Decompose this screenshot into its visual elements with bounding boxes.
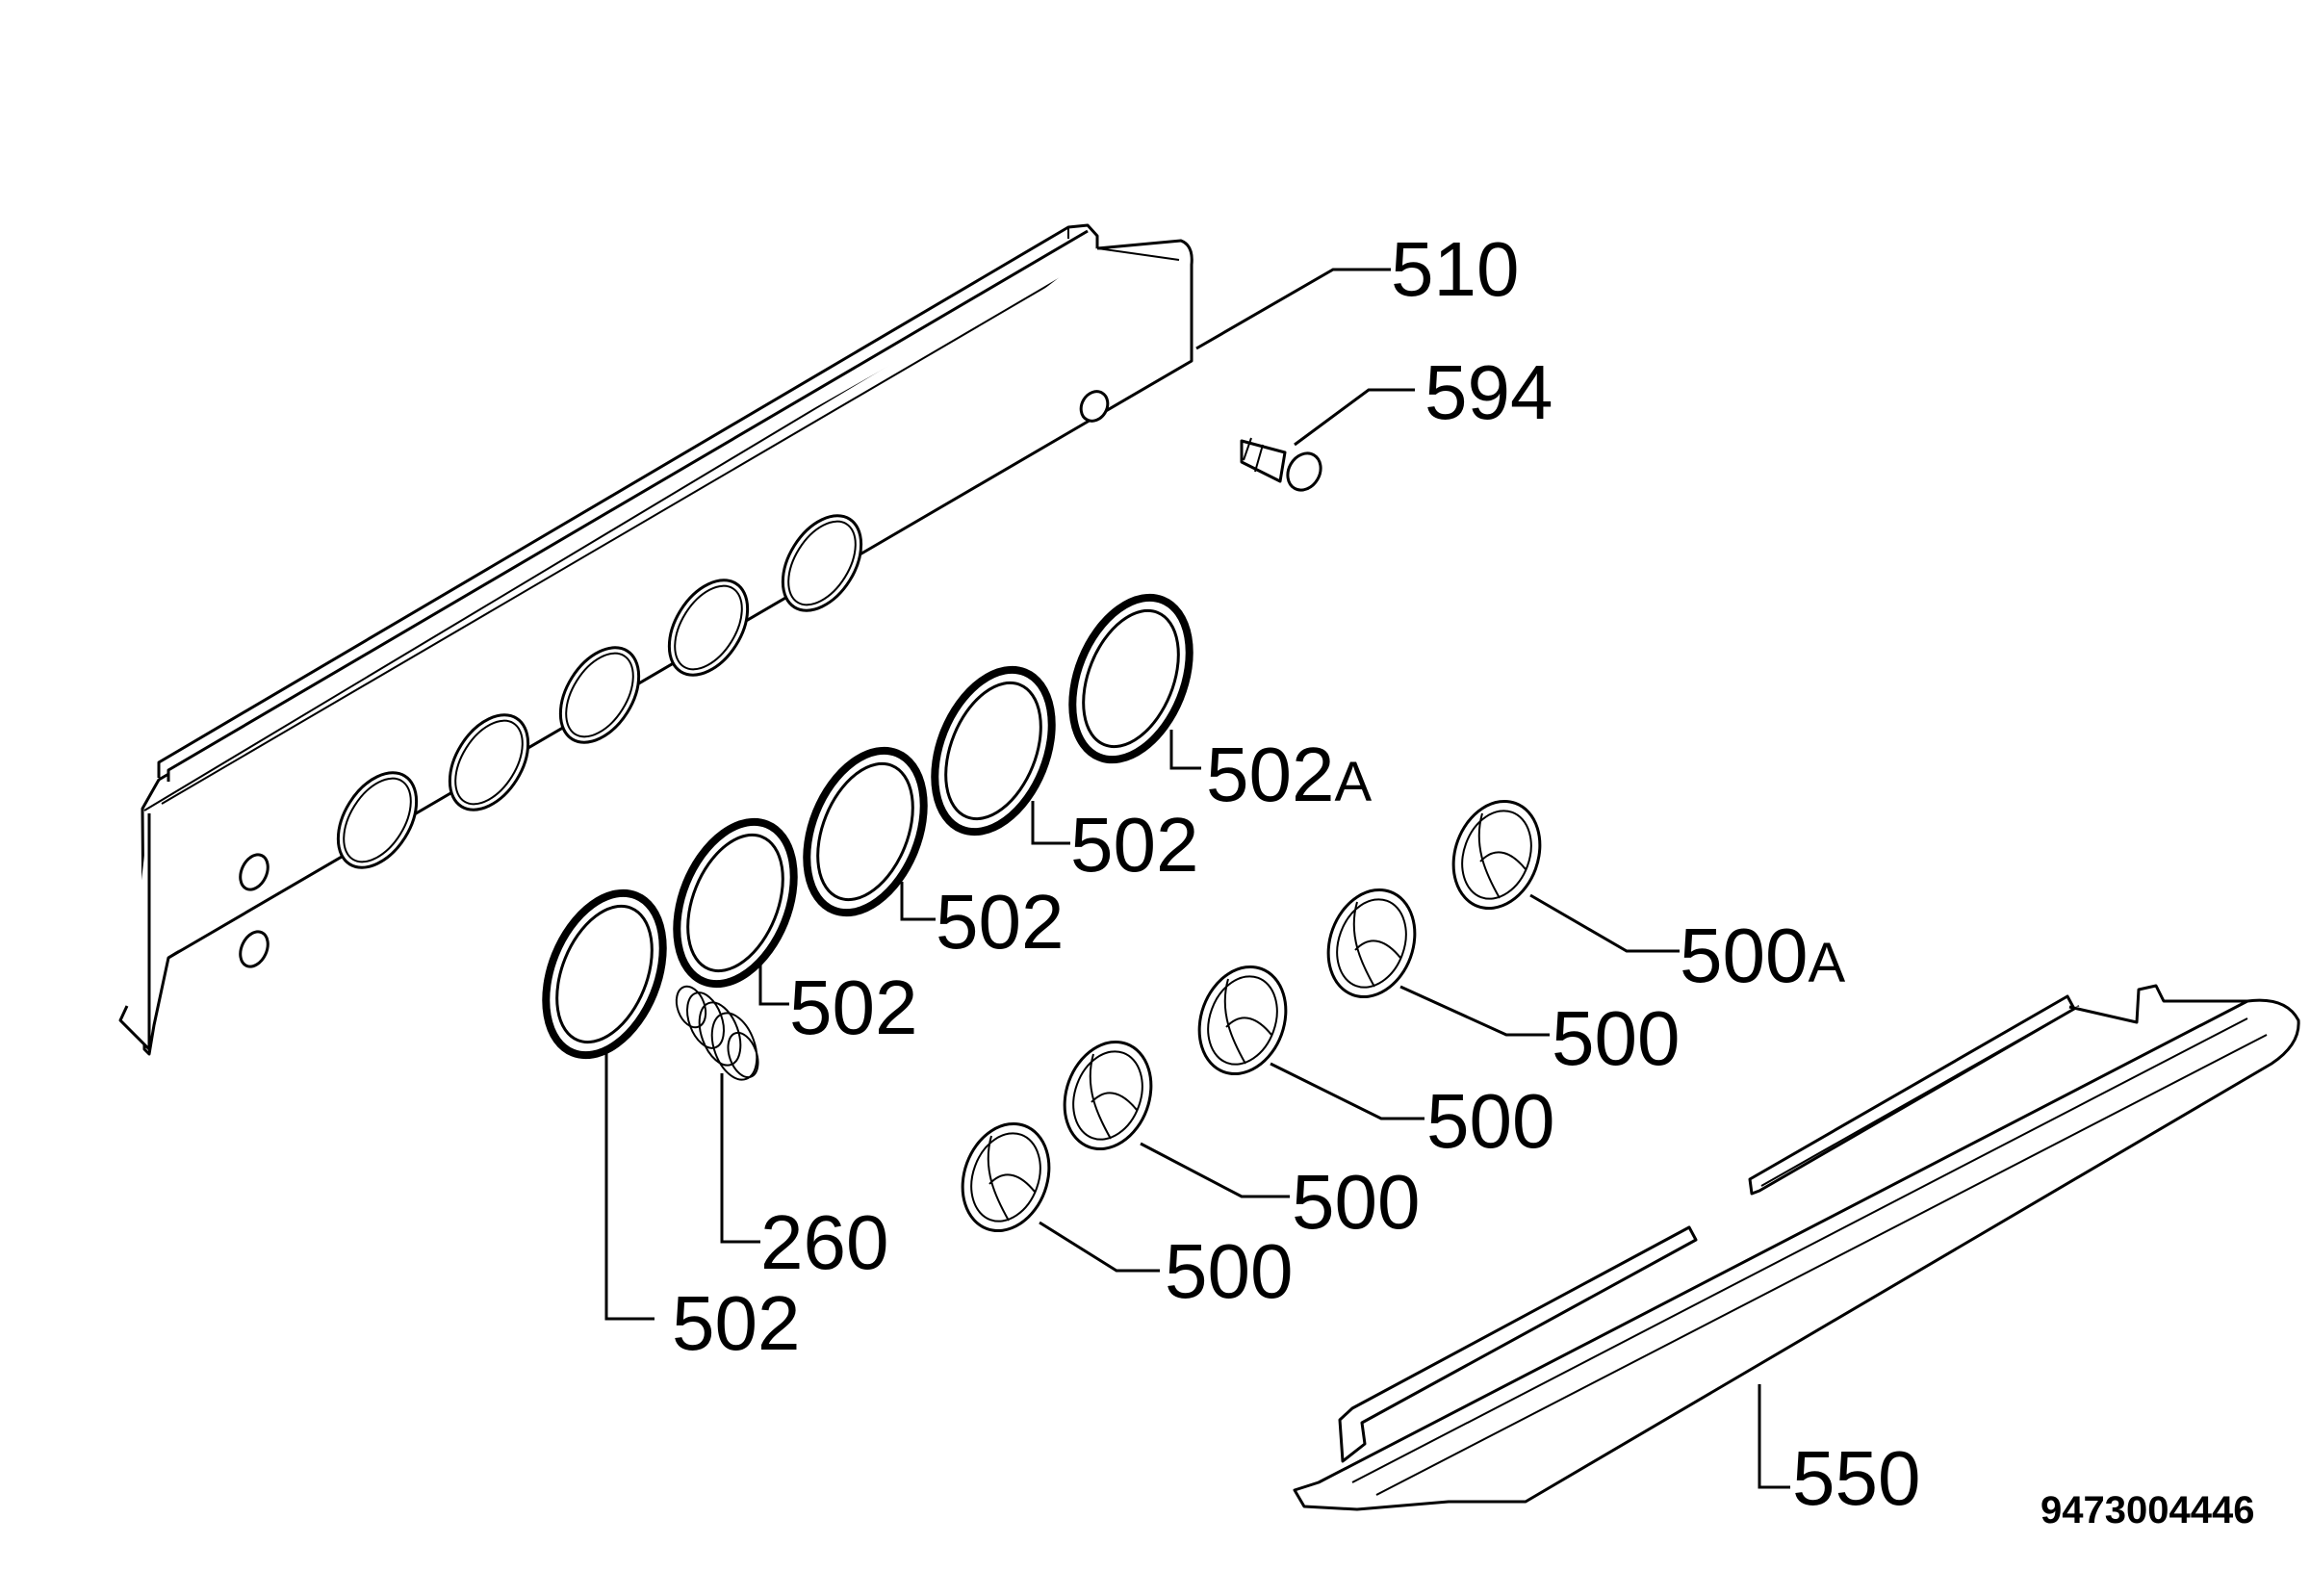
label-502-2: 502	[936, 879, 1064, 965]
leader-502-1	[1031, 801, 1070, 845]
leader-500-4	[1039, 1221, 1160, 1273]
bezel-ring	[542, 888, 667, 1060]
control-knob	[1063, 1040, 1153, 1151]
pilot-lens	[1240, 437, 1322, 492]
bezel-ring	[673, 817, 798, 989]
label-500-3: 500	[1292, 1159, 1420, 1245]
control-knob-a	[1451, 799, 1542, 911]
leader-502-2	[900, 882, 936, 921]
label-500-4: 500	[1165, 1228, 1293, 1314]
spring	[675, 985, 759, 1081]
switch-hole-lower	[239, 930, 270, 968]
leader-502a	[1169, 730, 1201, 770]
label-500-1: 500	[1552, 995, 1680, 1081]
bezel-ring	[931, 665, 1056, 837]
part-labels: 510 594 502A 502 502 502 502 260 500A 50…	[672, 226, 1920, 1521]
pilot-light-hole	[1079, 390, 1110, 423]
document-number: 9473004446	[2040, 1489, 2254, 1532]
label-500-2: 500	[1426, 1078, 1554, 1164]
control-knobs	[961, 799, 1542, 1233]
leader-500-1	[1399, 985, 1550, 1037]
leader-594	[1294, 388, 1415, 447]
label-550: 550	[1792, 1435, 1920, 1521]
control-knob	[1326, 888, 1417, 999]
leader-510	[1195, 268, 1391, 350]
leader-502-4	[604, 1051, 654, 1321]
switch-hole-upper	[239, 853, 270, 891]
label-502-3: 502	[789, 965, 917, 1050]
bezel-ring-a	[1068, 593, 1194, 764]
lower-trim	[1293, 984, 2300, 1511]
leader-502-3	[758, 965, 789, 1006]
label-594: 594	[1424, 349, 1553, 435]
leader-500-2	[1270, 1062, 1424, 1120]
leader-260	[720, 1073, 760, 1244]
leader-550	[1758, 1384, 1790, 1489]
label-502-4: 502	[672, 1280, 800, 1366]
control-knob	[1197, 965, 1288, 1076]
leader-500a	[1529, 893, 1680, 953]
label-500a: 500A	[1680, 913, 1845, 998]
bezel-ring	[803, 746, 928, 917]
control-knob	[961, 1121, 1051, 1233]
knob-holes	[336, 514, 863, 869]
control-panel	[118, 223, 1194, 1056]
bezel-rings	[542, 593, 1194, 1060]
label-502-1: 502	[1070, 802, 1198, 888]
leader-500-3	[1140, 1142, 1290, 1198]
label-510: 510	[1391, 226, 1519, 312]
label-260: 260	[760, 1199, 888, 1285]
label-502a: 502A	[1206, 732, 1372, 817]
leader-lines	[604, 268, 1790, 1489]
